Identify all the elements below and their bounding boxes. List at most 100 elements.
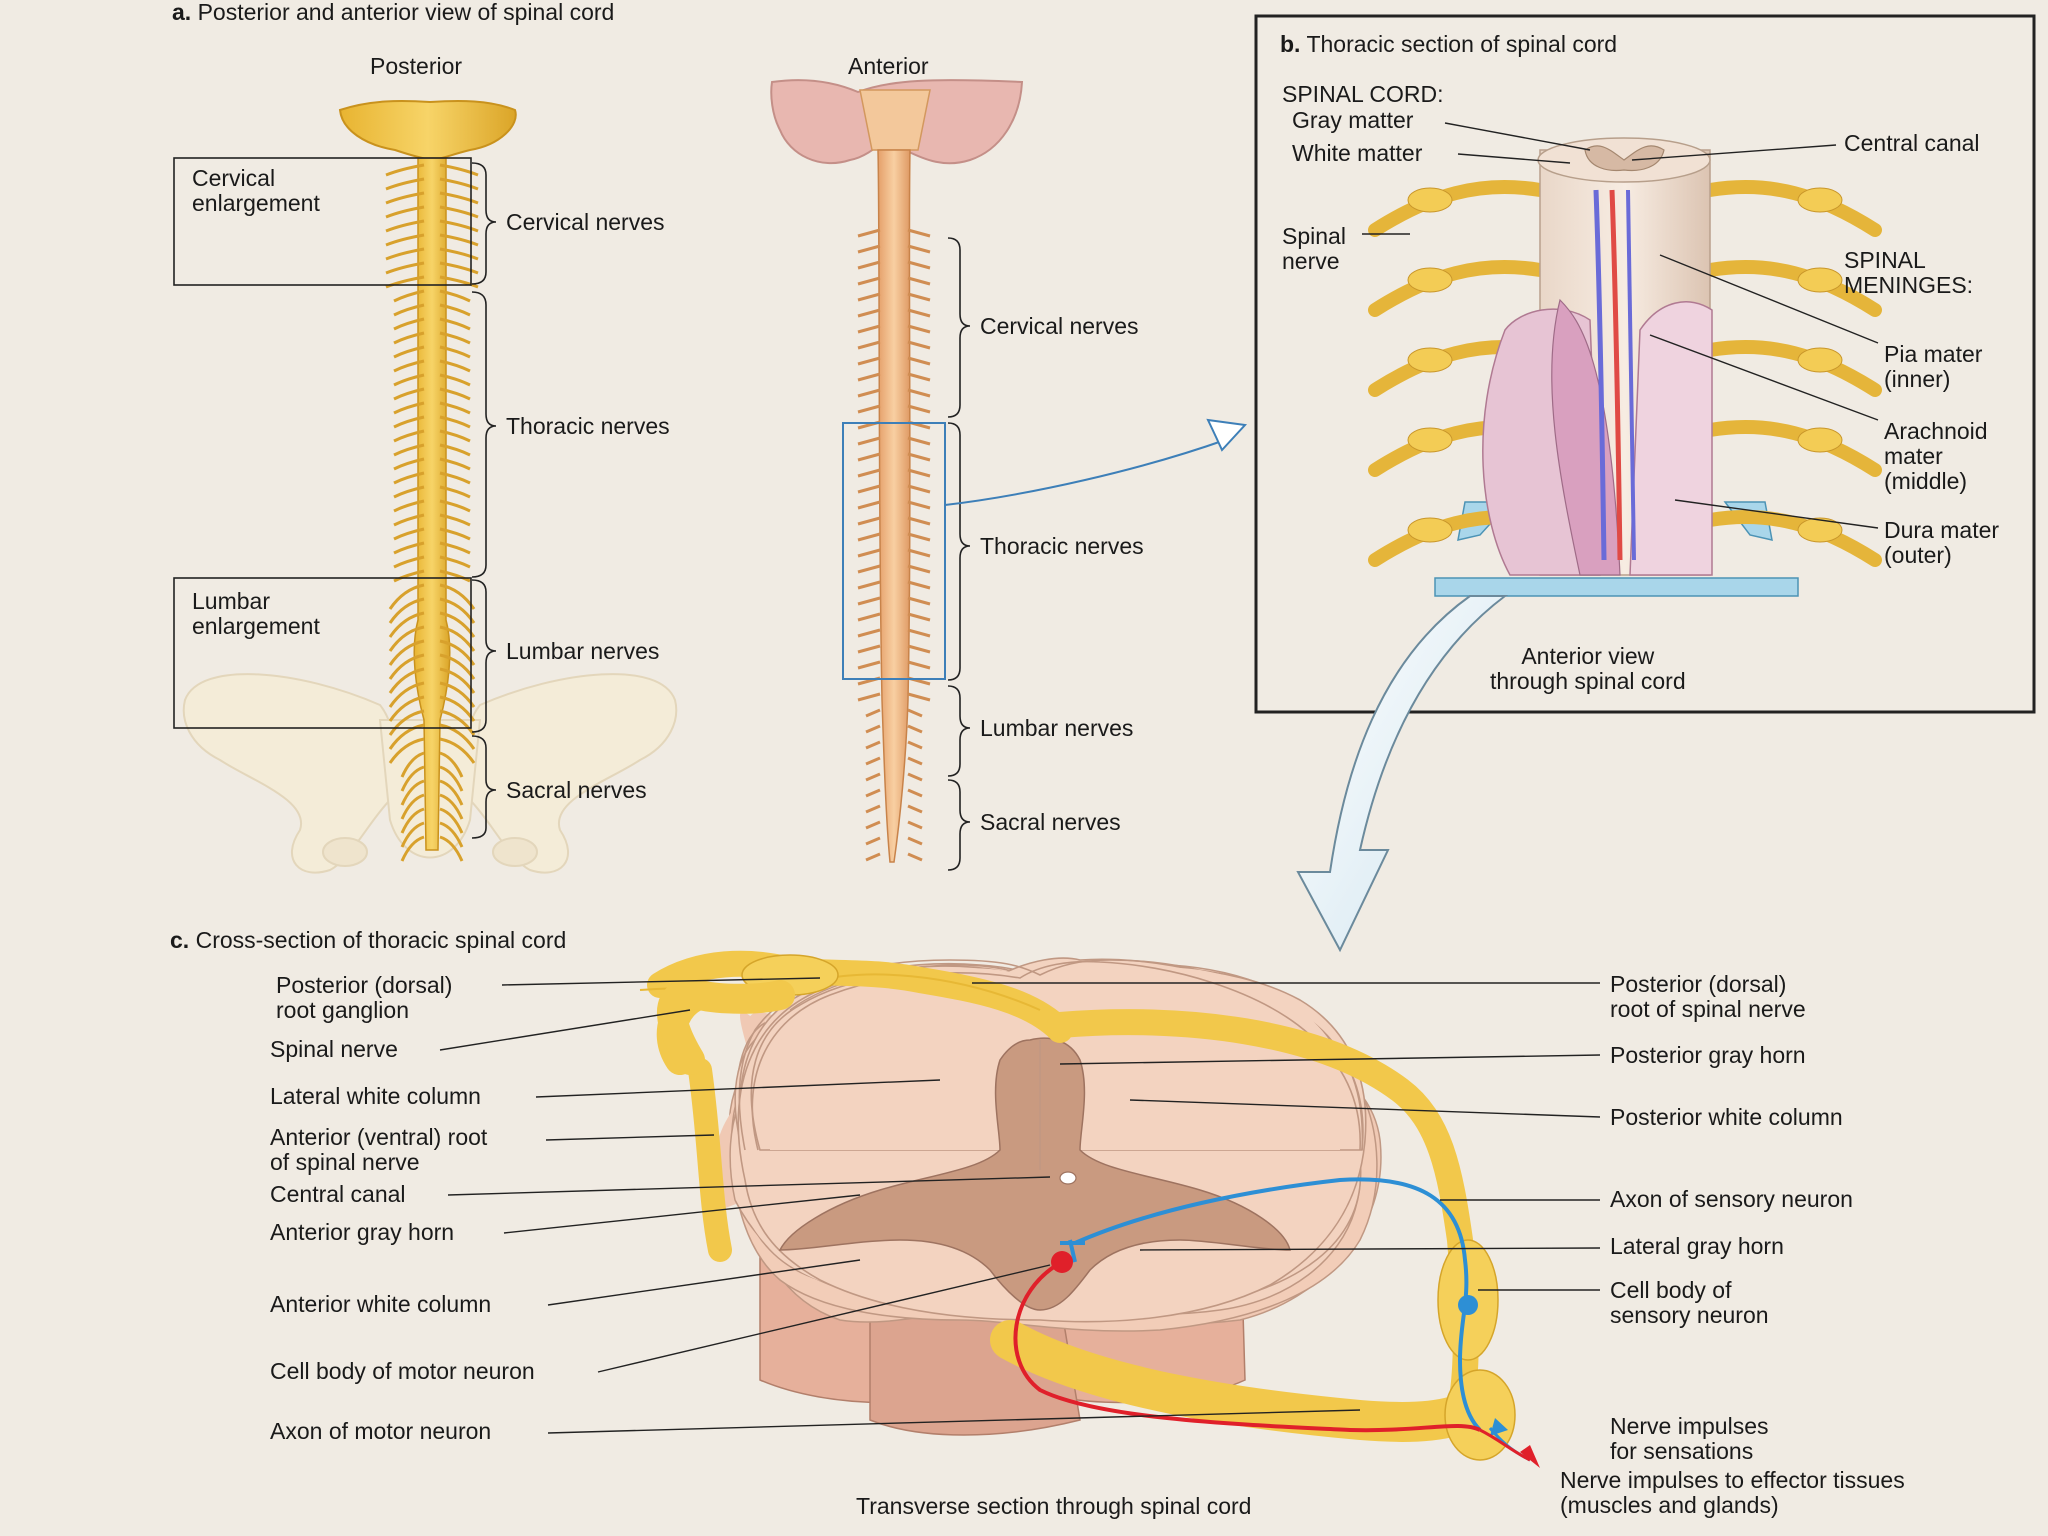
anterior-nerve-branch xyxy=(907,852,923,862)
panel-b-leaders xyxy=(1362,122,1879,529)
anterior-nerve-branch xyxy=(907,468,931,478)
posterior-nerve-branch xyxy=(439,359,471,373)
anterior-nerve-branch xyxy=(907,580,931,590)
anterior-nerve-branch xyxy=(907,612,931,622)
anterior-nerve-branch xyxy=(857,660,881,670)
posterior-nerve-branch xyxy=(393,345,425,359)
anterior-nerve-branch xyxy=(907,292,931,302)
anterior-nerve-branch xyxy=(907,564,931,574)
thoracic-highlight-box xyxy=(842,422,946,680)
axon-motor-label: Axon of motor neuron xyxy=(270,1418,492,1444)
spinal-nerve-root xyxy=(1703,339,1882,397)
anterior-nerve-branch xyxy=(865,836,881,846)
anterior-nerve-branch xyxy=(907,628,931,638)
posterior-nerve-branch xyxy=(385,261,425,275)
anterior-nerve-branch xyxy=(907,340,931,350)
posterior-nerve-branch xyxy=(439,513,471,527)
anterior-nerve-branch xyxy=(857,356,881,366)
posterior-nerve-branch xyxy=(400,807,425,834)
spinal-nerve-root xyxy=(1703,419,1882,477)
posterior-nerve-branch xyxy=(388,709,425,736)
zoom-arrow-to-c xyxy=(1296,595,1508,953)
dura-mater-label: Dura mater (outer) xyxy=(1884,517,2000,568)
gray-matter-label: Gray matter xyxy=(1292,107,1414,133)
spinal-meninges-heading: SPINAL MENINGES: xyxy=(1844,247,1974,298)
anterior-nerve-branch xyxy=(907,500,931,510)
anterior-nerve-branch xyxy=(907,708,923,718)
posterior-nerve-branch xyxy=(393,569,425,583)
lumbar-enlargement-label: Lumbar enlargement xyxy=(192,588,320,639)
posterior-view-label: Posterior xyxy=(370,53,463,79)
posterior-nerve-branch xyxy=(439,779,464,806)
cervical-enlargement-label: Cervical enlargement xyxy=(192,165,320,216)
spinal-cord-heading: SPINAL CORD: xyxy=(1282,81,1444,107)
posterior-nerve-branch xyxy=(393,387,425,401)
posterior-nerve-branch xyxy=(439,331,471,345)
panel-b-caption: Anterior view through spinal cord xyxy=(1490,643,1686,694)
anterior-lumbar-nerves-label: Lumbar nerves xyxy=(980,715,1134,741)
white-matter-label: White matter xyxy=(1292,140,1423,166)
dorsal-root-ganglion xyxy=(1407,517,1453,543)
anterior-nerve-branch xyxy=(857,596,881,606)
posterior-nerve-branch xyxy=(400,765,425,792)
anterior-nerve-branch xyxy=(857,484,881,494)
anterior-nerve-branch xyxy=(907,644,931,654)
posterior-nerve-branch xyxy=(400,779,425,806)
posterior-gray-horn-label: Posterior gray horn xyxy=(1610,1042,1806,1068)
thoracic-section-illustration xyxy=(1368,137,1882,597)
cell-body-motor-label: Cell body of motor neuron xyxy=(270,1358,535,1384)
spinal-nerve-label-c: Spinal nerve xyxy=(270,1036,398,1062)
anterior-nerve-branch xyxy=(907,404,931,414)
anterior-nerve-branch xyxy=(907,660,931,670)
anterior-nerve-branch xyxy=(907,484,931,494)
posterior-nerve-branch xyxy=(439,219,479,233)
anterior-nerve-branch xyxy=(907,356,931,366)
posterior-nerve-branch xyxy=(439,275,479,289)
anterior-nerve-branch xyxy=(865,804,881,814)
posterior-nerve-branch xyxy=(393,415,425,429)
anterior-nerve-branch xyxy=(907,308,931,318)
anterior-nerve-branch xyxy=(865,772,881,782)
anterior-nerve-branch xyxy=(907,788,923,798)
posterior-nerve-branch xyxy=(439,429,471,443)
anterior-nerve-branch xyxy=(907,724,923,734)
anterior-nerve-branch xyxy=(857,548,881,558)
posterior-nerve-branch xyxy=(388,737,425,764)
anterior-nerve-branch xyxy=(865,740,881,750)
cross-section-illustration xyxy=(639,950,1540,1468)
posterior-nerve-branch xyxy=(439,723,476,750)
anterior-nerve-branch xyxy=(907,772,923,782)
spinal-nerve-label-b: Spinal nerve xyxy=(1282,223,1346,274)
anterior-nerve-branch xyxy=(857,468,881,478)
posterior-nerve-branch xyxy=(388,583,425,610)
anterior-nerve-branch xyxy=(857,228,881,238)
anterior-nerve-branch xyxy=(865,852,881,862)
dorsal-root-ganglion xyxy=(1407,427,1453,453)
anterior-view-label: Anterior xyxy=(848,53,929,79)
anterior-sacral-nerves-label: Sacral nerves xyxy=(980,809,1121,835)
anterior-nerve-branch xyxy=(907,692,931,702)
dorsal-root-ganglion xyxy=(1797,517,1843,543)
posterior-nerve-branch xyxy=(439,709,476,736)
posterior-nerve-branch xyxy=(388,611,425,638)
anterior-nerve-branch xyxy=(857,260,881,270)
posterior-nerve-branch xyxy=(439,835,464,862)
lateral-gray-horn-label: Lateral gray horn xyxy=(1610,1233,1784,1259)
posterior-nerve-branch xyxy=(393,303,425,317)
impulses-sensations-label: Nerve impulses for sensations xyxy=(1610,1413,1769,1464)
anterior-nerve-branch xyxy=(857,404,881,414)
anterior-nerve-branch xyxy=(907,228,931,238)
panel-b-frame xyxy=(1254,14,2036,714)
posterior-nerve-branch xyxy=(439,499,471,513)
anterior-nerve-branch xyxy=(907,804,923,814)
posterior-nerve-branch xyxy=(385,275,425,289)
anterior-nerve-branch xyxy=(907,820,923,830)
posterior-nerve-branch xyxy=(439,555,471,569)
posterior-nerve-branch xyxy=(393,555,425,569)
posterior-nerve-branch xyxy=(393,457,425,471)
posterior-nerve-branch xyxy=(439,303,471,317)
posterior-nerve-branch xyxy=(439,191,479,205)
anterior-nerve-branch xyxy=(857,516,881,526)
posterior-nerve-branch xyxy=(439,373,471,387)
anterior-nerve-branch xyxy=(857,324,881,334)
